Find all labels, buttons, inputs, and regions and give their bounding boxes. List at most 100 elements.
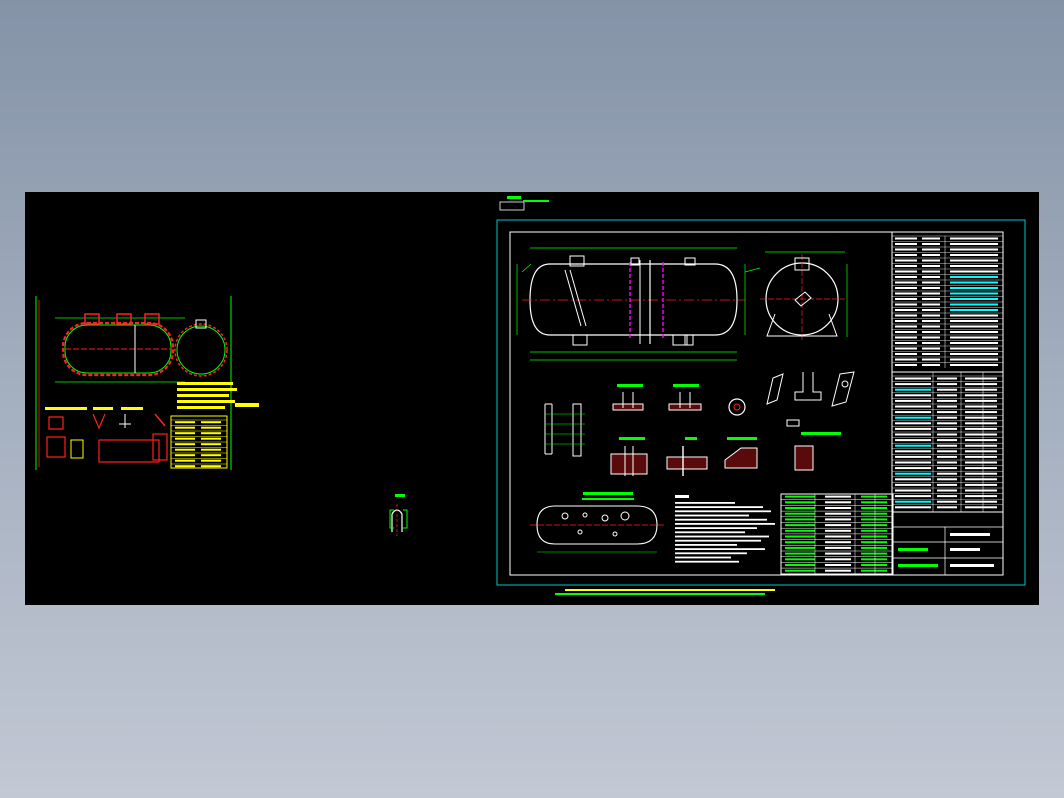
nozzle-table-cell [895,427,931,430]
detail-ladder-front [572,403,582,457]
left-tank-revision-cloud [61,321,175,377]
left-sheet [35,296,259,470]
cad-drawing-canvas[interactable] [25,192,1039,605]
detail-nozzle-section [612,403,644,411]
design-data-cell [895,237,917,240]
design-data-cell [950,281,998,284]
design-data-cell [922,270,940,273]
nozzle-table-cell [895,416,931,419]
left-end-view-circle [176,325,226,375]
detail-weld-section [794,445,814,471]
design-data-cell [950,342,998,344]
nozzle-schedule-table [891,371,1004,513]
left-table-cell [201,465,221,468]
parts-table-cell [861,535,887,538]
nozzle-table-cell [937,433,957,436]
parts-table-cell [785,552,815,555]
design-data-cell [922,331,940,333]
detail-support-leg [794,372,822,401]
parts-table-cell [825,495,851,498]
detail-title [727,437,757,440]
note-line [675,506,763,508]
plan-view-nozzle [620,511,630,521]
note-line [675,560,739,563]
left-details-row [45,407,168,463]
plan-view-subtitle [582,498,634,500]
main-tank-elevation [516,247,761,361]
right-sheet [496,196,1026,595]
design-data-cell [950,347,998,350]
design-data-cell [922,259,940,262]
design-data-cell [895,320,917,322]
plan-view-nozzle [582,512,588,518]
design-data-cell [922,325,940,328]
design-data-cell [895,270,917,273]
detail-weld-section [666,456,708,470]
nozzle-table-cell [895,433,931,436]
detail-weld-section [610,453,648,475]
parts-table-cell [785,518,815,521]
note-line [675,548,765,550]
nozzle-table-cell [937,394,957,397]
isolated-detail [389,494,408,536]
detail-row-1 [544,371,855,457]
nozzle-table-cell [895,388,931,391]
design-data-cell [950,276,998,278]
isolated-detail-label [395,494,405,497]
left-tank-nozzle-3 [144,313,160,325]
left-note-line [177,406,225,409]
nozzle-table-cell [937,383,957,386]
design-data-cell [950,331,998,333]
design-data-cell [950,325,998,328]
plan-view-shell [536,505,658,545]
left-detail-part [154,413,166,427]
design-data-table [892,235,1003,368]
nozzle-table-cell [937,427,957,430]
design-data-cell [895,292,917,295]
design-data-cell [895,303,917,306]
design-data-cell [950,314,998,317]
design-data-cell [922,314,940,317]
design-data-cell [922,303,940,306]
note-line [675,523,775,525]
design-data-cell [950,292,998,295]
nozzle-table-cell [965,427,997,430]
plan-view-nozzle [601,514,609,522]
parts-table-cell [825,552,851,555]
parts-table-cell [825,558,851,561]
technical-notes-block [675,495,775,563]
design-data-cell [895,259,917,262]
nozzle-table-cell [965,422,997,425]
nozzle-table-cell [937,500,957,503]
design-data-cell [922,298,940,300]
left-tank-elevation [55,313,185,383]
left-table-cell [175,432,195,435]
design-data-cell [950,270,998,273]
design-data-cell [922,364,940,366]
nozzle-table-cell [895,495,931,498]
nozzle-table-cell [937,399,957,402]
plan-view-title [583,492,633,495]
nozzle-table-cell [937,461,957,464]
parts-table-cell [785,564,815,566]
note-line [675,531,745,534]
nozzle-table-cell [895,483,931,486]
nozzle-table-cell [895,467,931,470]
main-tank-shell [529,263,738,336]
nozzle-table-cell [937,478,957,481]
title-block [891,511,1004,576]
design-data-cell [895,254,917,256]
note-line [675,552,747,555]
parts-table-cell [861,512,887,515]
nozzle-table-cell [895,411,931,414]
detail-bracket-hole [841,380,849,388]
design-data-cell [895,276,917,278]
design-data-cell [922,248,940,251]
design-data-cell [922,353,940,355]
design-data-cell [895,281,917,284]
plan-view-nozzle [577,529,583,535]
parts-table-cell [861,541,887,544]
left-detail-part [119,414,131,428]
nozzle-table-cell [965,416,997,419]
nozzle-table-cell [895,377,931,380]
